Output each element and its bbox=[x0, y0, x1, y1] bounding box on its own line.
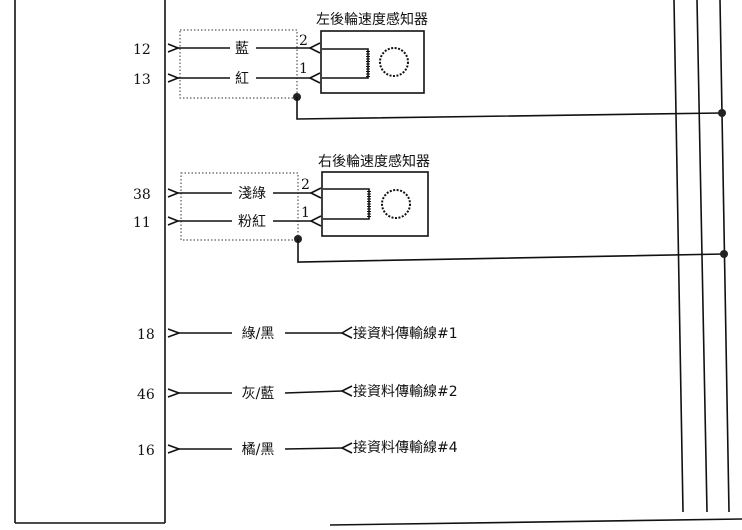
wire-color-label: 灰/藍 bbox=[242, 386, 275, 402]
data-line-2: 46 灰/藍 接資料傳輸線#2 bbox=[137, 383, 458, 403]
wire-color-label: 淺綠 bbox=[238, 186, 266, 202]
connector-icon bbox=[167, 388, 182, 398]
sensor-pin-number: 2 bbox=[299, 33, 308, 49]
sensor-body bbox=[320, 30, 425, 94]
wire-color-label: 紅 bbox=[235, 71, 249, 87]
coil-icon bbox=[323, 188, 370, 220]
data-line-3: 16 橘/黑 接資料傳輸線#4 bbox=[137, 439, 458, 459]
connector-icon bbox=[167, 188, 181, 198]
connector-icon bbox=[340, 385, 353, 397]
target-label: 接資料傳輸線#1 bbox=[353, 325, 458, 342]
data-line-1: 18 綠/黑 接資料傳輸線#1 bbox=[137, 325, 458, 343]
tone-ring-icon bbox=[381, 189, 411, 219]
tone-ring-icon bbox=[379, 47, 409, 77]
connector-icon bbox=[167, 43, 181, 53]
sensor-title: 左後輪速度感知器 bbox=[316, 11, 428, 28]
wire-color-label: 綠/黑 bbox=[242, 326, 275, 342]
sensor-pin-number: 1 bbox=[301, 205, 310, 221]
wire-color-label: 藍 bbox=[235, 41, 249, 57]
pin-number: 16 bbox=[137, 443, 155, 459]
shield-box bbox=[180, 172, 299, 241]
bus-junction-dot bbox=[718, 109, 726, 117]
right-rear-wheel-speed-sensor: 右後輪速度感知器 38 淺綠 2 11 粉紅 1 bbox=[133, 153, 728, 263]
pin-number: 18 bbox=[137, 327, 155, 343]
connector-icon bbox=[309, 187, 322, 199]
pin-number: 46 bbox=[137, 387, 155, 403]
target-label: 接資料傳輸線#4 bbox=[353, 439, 458, 456]
connector-icon bbox=[340, 326, 353, 339]
bus-junction-dot bbox=[720, 250, 728, 258]
connector-icon bbox=[340, 442, 353, 454]
connector-icon bbox=[308, 72, 321, 84]
connector-icon bbox=[167, 216, 181, 226]
sensor-title: 右後輪速度感知器 bbox=[318, 153, 430, 170]
connector-icon bbox=[167, 444, 182, 454]
wire-color-label: 橘/黑 bbox=[242, 442, 275, 458]
left-rear-wheel-speed-sensor: 左後輪速度感知器 12 藍 2 13 紅 1 bbox=[133, 11, 726, 120]
sensor-body bbox=[321, 171, 429, 237]
wire-color-label: 粉紅 bbox=[238, 214, 266, 230]
pin-number: 38 bbox=[133, 187, 151, 203]
pin-number: 13 bbox=[133, 72, 151, 88]
shield-box bbox=[179, 29, 298, 99]
sensor-pin-number: 2 bbox=[301, 177, 310, 193]
connector-icon bbox=[167, 328, 182, 338]
connector-icon bbox=[308, 42, 321, 54]
ecu-module-outline bbox=[14, 0, 166, 524]
coil-icon bbox=[322, 48, 369, 79]
sensor-pin-number: 1 bbox=[299, 61, 308, 77]
pin-number: 12 bbox=[133, 42, 151, 58]
connector-icon bbox=[309, 215, 322, 227]
pin-number: 11 bbox=[133, 215, 151, 231]
connector-icon bbox=[167, 73, 181, 83]
target-label: 接資料傳輸線#2 bbox=[353, 383, 458, 400]
